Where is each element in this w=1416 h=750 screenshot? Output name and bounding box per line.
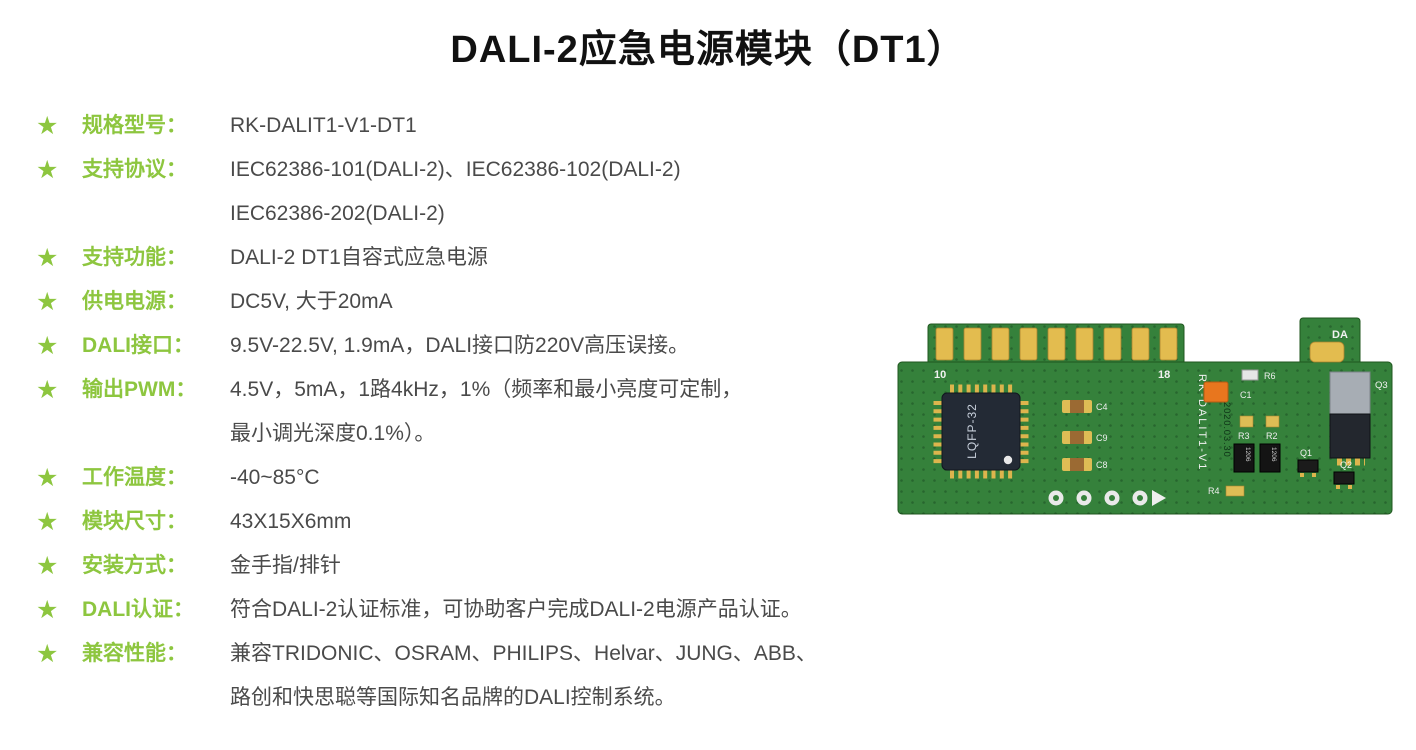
spec-row: ★ 输出PWM： 4.5V，5mA，1路4kHz，1%（频率和最小亮度可定制， 最小调… [36,368,916,456]
spec-list: ★ 规格型号： RK-DALIT1-V1-DT1 ★ 支持协议： IEC62386-101… [36,104,916,720]
spec-label: 规格型号： [82,114,187,137]
spec-value-line: 43X15X6mm [230,510,352,533]
spec-value: 金手指/排针 [230,544,341,588]
spec-row: ★ 模块尺寸： 43X15X6mm [36,500,916,544]
spec-label: 工作温度： [82,466,187,489]
spec-value-line: 金手指/排针 [230,554,341,577]
spec-value: 兼容TRIDONIC、OSRAM、PHILIPS、Helvar、JUNG、ABB… [230,632,817,720]
gold-fingers-icon [935,327,1178,361]
spec-label: 安装方式： [82,554,187,577]
label-r2: R2 [1266,431,1278,441]
spec-value: 43X15X6mm [230,500,351,544]
spec-value-line: 4.5V，5mA，1路4kHz，1%（频率和最小亮度可定制， [230,378,743,401]
spec-label: 模块尺寸： [82,510,187,533]
spec-value-line: DC5V, 大于20mA [230,290,393,313]
star-icon: ★ [36,112,59,140]
label-c9: C9 [1096,433,1108,443]
chip-1206-b [1259,443,1281,473]
pcb-product-image: 10 18 LQFP-32 C4 C9 [896,310,1394,522]
spec-label: DALI认证： [82,598,194,621]
star-icon: ★ [36,640,59,668]
spec-value: 9.5V-22.5V, 1.9mA，DALI接口防220V高压误接。 [230,324,689,368]
label-c8: C8 [1096,460,1108,470]
spec-row: ★ 供电电源： DC5V, 大于20mA [36,280,916,324]
label-r4: R4 [1208,486,1220,496]
star-icon: ★ [36,244,59,272]
star-icon: ★ [36,596,59,624]
star-icon: ★ [36,552,59,580]
spec-value-line: IEC62386-202(DALI-2) [230,202,445,225]
page-title: DALI-2应急电源模块（DT1） [450,29,966,71]
label-r6: R6 [1264,371,1276,381]
star-icon: ★ [36,288,59,316]
spec-value-line: IEC62386-101(DALI-2)、IEC62386-102(DALI-2… [230,158,681,181]
star-icon: ★ [36,376,59,404]
transistors: Q1 Q2 [1297,448,1355,489]
label-1206-b: 1206 [1270,447,1277,462]
spec-row: ★ 工作温度： -40~85°C [36,456,916,500]
spec-row: ★ 支持协议： IEC62386-101(DALI-2)、IEC62386-102(… [36,148,916,236]
spec-label: 供电电源： [82,290,187,313]
spec-value-line: -40~85°C [230,466,320,489]
spec-value-line: 兼容TRIDONIC、OSRAM、PHILIPS、Helvar、JUNG、ABB… [230,642,817,665]
spec-value: DC5V, 大于20mA [230,280,393,324]
triangle-marker-icon [1152,490,1166,506]
power-ic-q3: Q3 [1329,371,1388,466]
spec-value: -40~85°C [230,456,320,500]
main-chip: LQFP-32 [933,384,1029,479]
star-icon: ★ [36,332,59,360]
label-1206-a: 1206 [1244,447,1251,462]
spec-row: ★ DALI认证： 符合DALI-2认证标准，可协助客户完成DALI-2电源产品认证… [36,588,916,632]
spec-row: ★ 安装方式： 金手指/排针 [36,544,916,588]
spec-row: ★ 规格型号： RK-DALIT1-V1-DT1 [36,104,916,148]
spec-value: RK-DALIT1-V1-DT1 [230,104,417,148]
capacitor-bank: C4 C9 C8 [1062,400,1108,471]
spec-label: 兼容性能： [82,642,187,665]
label-q1: Q1 [1300,448,1312,458]
spec-value: 4.5V，5mA，1路4kHz，1%（频率和最小亮度可定制， 最小调光深度0.1%… [230,368,742,456]
spec-label: 支持功能： [82,246,187,269]
spec-value-line: 符合DALI-2认证标准，可协助客户完成DALI-2电源产品认证。 [230,598,802,621]
label-r3: R3 [1238,431,1250,441]
pin-number-right: 18 [1158,369,1170,381]
star-icon: ★ [36,156,59,184]
star-icon: ★ [36,508,59,536]
spec-value: 符合DALI-2认证标准，可协助客户完成DALI-2电源产品认证。 [230,588,802,632]
chip-label: LQFP-32 [965,403,979,459]
spec-label: 输出PWM： [82,378,197,401]
label-c1: C1 [1240,390,1252,400]
star-icon: ★ [36,464,59,492]
board-date-text: 2020.03.30 [1221,402,1232,458]
spec-value-line: 路创和快思聪等国际知名品牌的DALI控制系统。 [230,686,676,709]
pin1-dot-icon [1003,455,1013,465]
spec-label: 支持协议： [82,158,187,181]
spec-row: ★ 支持功能： DALI-2 DT1自容式应急电源 [36,236,916,280]
label-da: DA [1332,329,1348,341]
right-components: R6 C1 R3 R2 1206 1206 R4 [1203,369,1281,497]
capacitor-c1-body [1203,381,1229,403]
pin-number-left: 10 [934,369,946,381]
spec-value-line: DALI-2 DT1自容式应急电源 [230,246,488,269]
spec-value: DALI-2 DT1自容式应急电源 [230,236,488,280]
spec-value-line: RK-DALIT1-V1-DT1 [230,114,417,137]
spec-value: IEC62386-101(DALI-2)、IEC62386-102(DALI-2… [230,148,681,236]
spec-row: ★ DALI接口： 9.5V-22.5V, 1.9mA，DALI接口防220V高压误… [36,324,916,368]
da-pad: DA [1309,329,1348,363]
solder-holes [1048,490,1166,506]
label-c4: C4 [1096,402,1108,412]
spec-value-line: 最小调光深度0.1%）。 [230,422,436,445]
spec-value-line: 9.5V-22.5V, 1.9mA，DALI接口防220V高压误接。 [230,334,690,357]
label-q3: Q3 [1375,380,1388,391]
pcb-illustration: 10 18 LQFP-32 C4 C9 [897,317,1393,515]
label-q2: Q2 [1340,460,1352,470]
spec-row: ★ 兼容性能： 兼容TRIDONIC、OSRAM、PHILIPS、Helvar、JU… [36,632,916,720]
chip-1206-a [1233,443,1255,473]
spec-label: DALI接口： [82,334,194,357]
